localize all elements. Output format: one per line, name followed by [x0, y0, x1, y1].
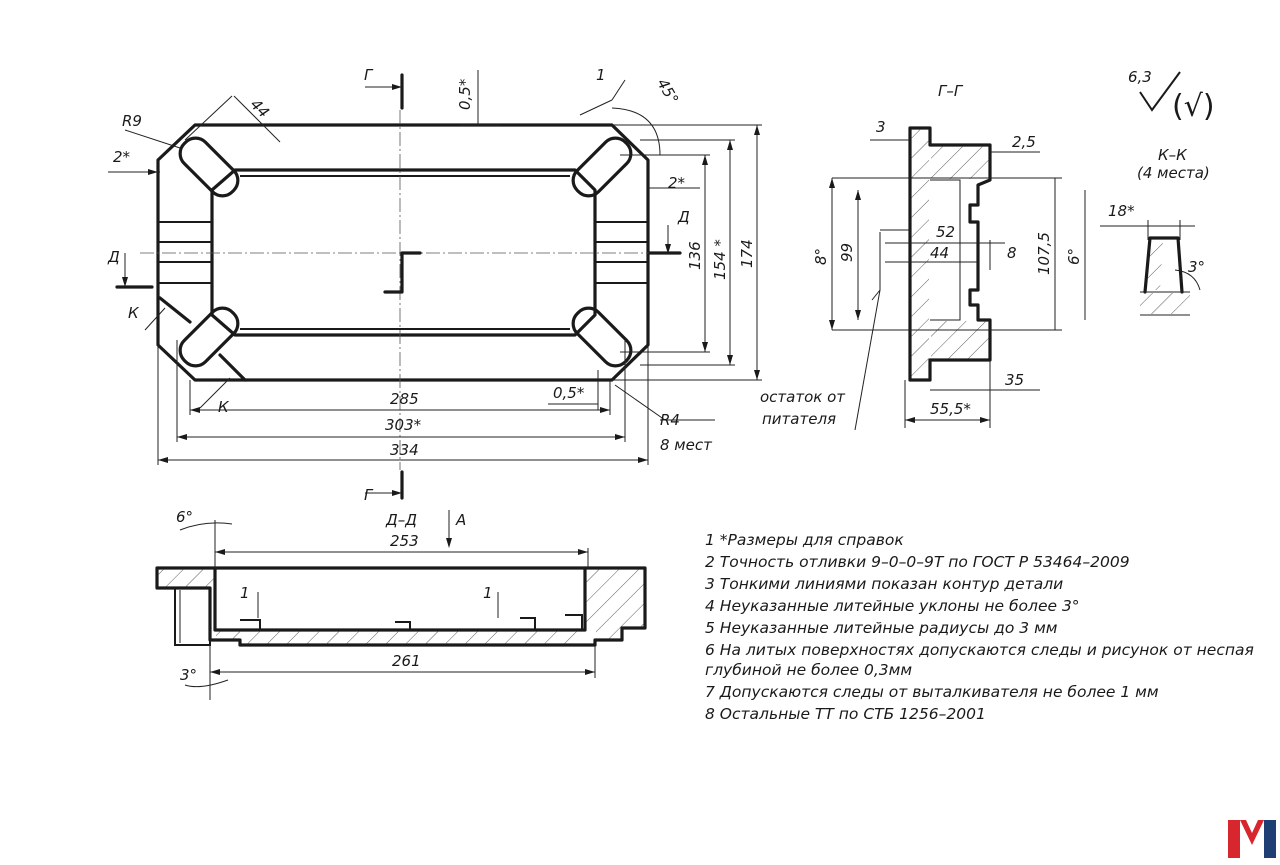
- dim-gg-6-deg: 6°: [1065, 248, 1083, 265]
- dim-2-left: 2*: [113, 148, 131, 166]
- dim-285: 285: [390, 390, 419, 408]
- dim-gg-44: 44: [930, 244, 949, 262]
- section-mark-d-left: Д: [107, 248, 120, 266]
- dim-r4: R4: [660, 411, 680, 429]
- corner-lug-tl: [178, 136, 240, 198]
- dim-dd-6-deg: 6°: [176, 508, 193, 526]
- roughness-symbol: 6,3 (√): [1128, 68, 1215, 124]
- corner-lug-tr: [571, 136, 633, 198]
- section-d-d-view: Д–Д А 6° 253 1 1 261 3°: [155, 508, 647, 700]
- note-3: 3 Тонкими линиями показан контур детали: [705, 575, 1063, 593]
- dim-dd-1-right: 1: [483, 584, 493, 602]
- dim-2-right: 2*: [668, 174, 686, 192]
- section-mark-g-bottom: Г: [364, 486, 374, 504]
- dim-gg-2-5: 2,5: [1012, 133, 1036, 151]
- dim-dd-3-deg: 3°: [180, 666, 197, 684]
- roughness-paren: (√): [1172, 89, 1215, 124]
- dim-dd-261: 261: [392, 652, 421, 670]
- feeder-note-line2: питателя: [762, 410, 836, 428]
- dim-r4-note: 8 мест: [660, 436, 713, 454]
- technical-notes: 1 *Размеры для справок 2 Точность отливк…: [705, 531, 1254, 723]
- dim-kk-3-deg: 3°: [1188, 258, 1205, 276]
- dim-gg-8: 8: [1007, 244, 1017, 262]
- dim-0-5-top: 0,5*: [456, 78, 474, 110]
- dim-dd-253: 253: [390, 532, 419, 550]
- corner-lug-bl: [178, 306, 240, 368]
- note-6: 6 На литых поверхностях допускаются след…: [705, 641, 1254, 659]
- section-mark-d-right: Д: [677, 208, 690, 226]
- plan-inner-contour: [210, 168, 597, 337]
- logo-m-middle: [1240, 820, 1264, 845]
- section-k-k-subtitle: (4 места): [1137, 164, 1210, 182]
- section-mark-k-left: К: [128, 304, 140, 322]
- section-g-g-outline: [908, 126, 992, 382]
- section-d-d-title: Д–Д: [385, 511, 417, 529]
- note-4: 4 Неуказанные литейные уклоны не более 3…: [705, 597, 1080, 615]
- corner-lug-br: [571, 306, 633, 368]
- dim-gg-35: 35: [1005, 371, 1024, 389]
- note-6-cont: глубиной не более 0,3мм: [705, 661, 912, 679]
- roughness-value: 6,3: [1128, 68, 1152, 86]
- dim-154: 154 *: [711, 239, 729, 280]
- note-7: 7 Допускаются следы от выталкивателя не …: [705, 683, 1159, 701]
- dim-gg-55-5: 55,5*: [930, 400, 971, 418]
- dim-136: 136: [686, 241, 704, 270]
- dim-334: 334: [390, 441, 419, 459]
- section-mark-a: А: [455, 511, 466, 529]
- dim-44: 44: [247, 95, 273, 121]
- section-mark-k-bottom: К: [218, 398, 230, 416]
- section-mark-g-top: Г: [364, 66, 374, 84]
- dim-45-deg: 45°: [653, 75, 682, 107]
- section-g-g-view: Г–Г 3 2,5 8° 99 52 44 8: [760, 82, 1086, 431]
- note-8: 8 Остальные ТТ по СТБ 1256–2001: [705, 705, 986, 723]
- logo-m-right: [1264, 820, 1276, 858]
- dim-gg-99: 99: [838, 243, 856, 262]
- dim-gg-8-deg: 8°: [812, 248, 830, 265]
- dim-r9: R9: [122, 112, 142, 130]
- note-1: 1 *Размеры для справок: [705, 531, 904, 549]
- logo-m-left: [1228, 820, 1240, 858]
- dim-kk-18: 18*: [1108, 202, 1135, 220]
- dim-0-5-bottom: 0,5*: [553, 384, 585, 402]
- plan-view: R9 44 2* 0,5* 1 45° 2* 136 154 * 174 285…: [107, 66, 762, 504]
- feeder-note-line1: остаток от: [760, 388, 846, 406]
- note-5: 5 Неуказанные литейные радиусы до 3 мм: [705, 619, 1058, 637]
- section-g-g-title: Г–Г: [938, 82, 964, 100]
- dim-303: 303*: [385, 416, 422, 434]
- brand-logo: [1228, 820, 1276, 858]
- dim-1: 1: [596, 66, 606, 84]
- dim-gg-52: 52: [936, 223, 955, 241]
- plan-dimension-lines: [108, 70, 762, 465]
- dim-gg-3: 3: [876, 118, 886, 136]
- dim-dd-1-left: 1: [240, 584, 250, 602]
- dim-174: 174: [738, 239, 756, 268]
- section-k-k-title: К–К: [1158, 146, 1188, 164]
- dim-gg-107-5: 107,5: [1035, 232, 1053, 275]
- note-2: 2 Точность отливки 9–0–0–9Т по ГОСТ Р 53…: [705, 553, 1130, 571]
- section-k-k-view: К–К (4 места) 18* 3°: [1100, 146, 1210, 316]
